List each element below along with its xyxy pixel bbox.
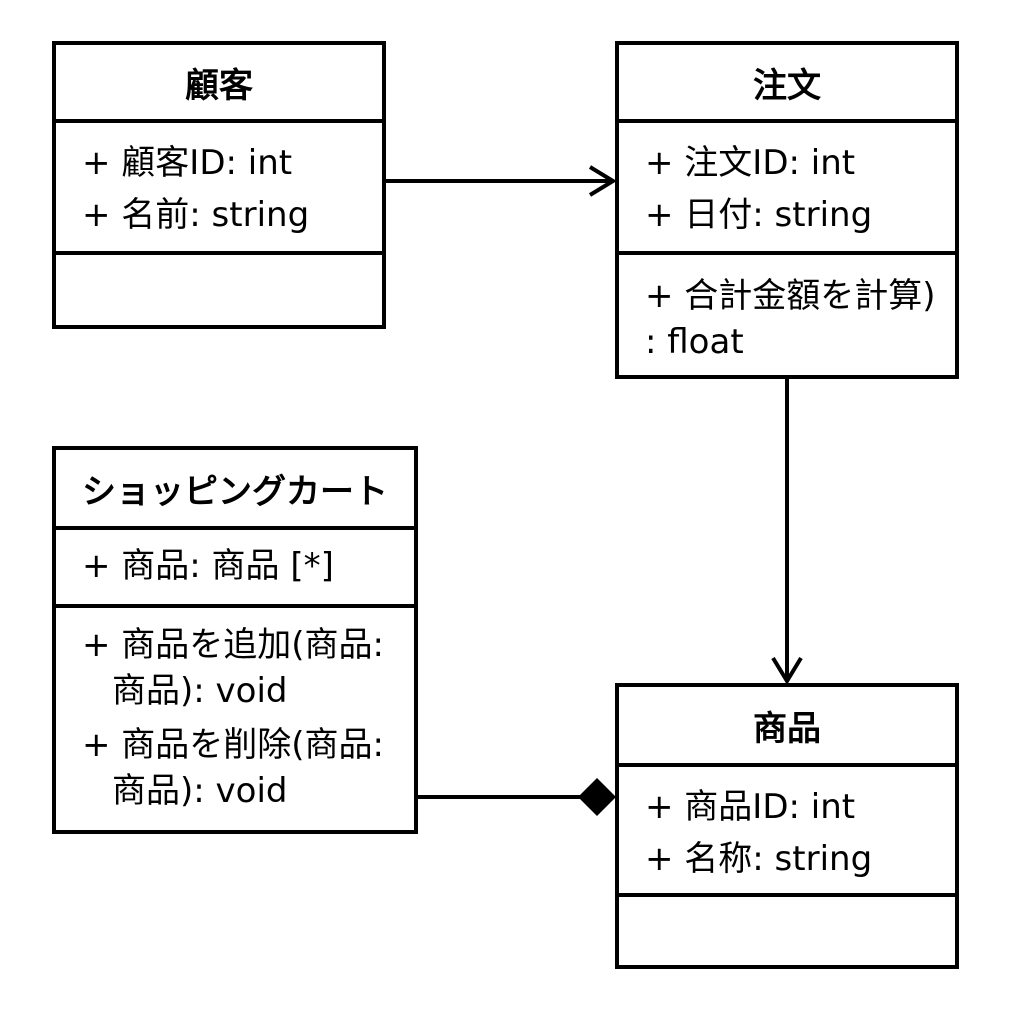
class-product[interactable]: 商品 + 商品ID: int + 名称: string — [615, 683, 959, 969]
class-shopping-cart[interactable]: ショッピングカート + 商品: 商品 [*] + 商品を追加(商品: 商品): … — [52, 446, 418, 834]
class-shopping-cart-attributes: + 商品: 商品 [*] — [56, 530, 414, 608]
class-customer[interactable]: 顧客 + 顧客ID: int + 名前: string — [52, 41, 386, 329]
method-line: + 合計金額を計算) — [645, 276, 936, 316]
class-shopping-cart-methods: + 商品を追加(商品: 商品): void + 商品を削除(商品: 商品): v… — [56, 608, 414, 830]
class-customer-attributes: + 顧客ID: int + 名前: string — [56, 123, 382, 255]
association-customer-order[interactable] — [386, 165, 617, 197]
association-order-product[interactable] — [771, 379, 803, 685]
class-shopping-cart-title: ショッピングカート — [56, 450, 414, 530]
class-customer-attribute: + 名前: string — [82, 195, 310, 235]
class-shopping-cart-method: + 商品を追加(商品: 商品): void — [82, 622, 414, 714]
class-product-attributes: + 商品ID: int + 名称: string — [619, 767, 955, 897]
class-shopping-cart-method: + 商品を削除(商品: 商品): void — [82, 722, 414, 814]
class-order[interactable]: 注文 + 注文ID: int + 日付: string + 合計金額を計算) :… — [615, 41, 959, 379]
method-line: + 商品を削除(商品: — [82, 725, 385, 765]
class-customer-title: 顧客 — [56, 45, 382, 123]
composition-cart-product[interactable] — [418, 778, 616, 816]
filled-diamond-icon — [578, 778, 616, 816]
class-shopping-cart-attribute: + 商品: 商品 [*] — [82, 546, 334, 586]
method-line-continuation: : float — [645, 322, 744, 362]
class-product-attribute: + 商品ID: int — [645, 787, 856, 827]
open-arrowhead-icon — [771, 656, 803, 685]
class-order-title: 注文 — [619, 45, 955, 123]
class-order-attribute: + 日付: string — [645, 195, 873, 235]
class-order-attribute: + 注文ID: int — [645, 143, 856, 183]
method-line: + 商品を追加(商品: — [82, 625, 385, 665]
method-line-continuation: 商品): void — [112, 771, 288, 811]
class-order-attributes: + 注文ID: int + 日付: string — [619, 123, 955, 255]
class-order-method: + 合計金額を計算) : float — [645, 273, 955, 365]
method-line-continuation: 商品): void — [112, 671, 288, 711]
class-order-methods: + 合計金額を計算) : float — [619, 255, 955, 375]
class-product-attribute: + 名称: string — [645, 839, 873, 879]
open-arrowhead-icon — [588, 165, 617, 197]
class-customer-attribute: + 顧客ID: int — [82, 143, 293, 183]
class-product-title: 商品 — [619, 687, 955, 767]
